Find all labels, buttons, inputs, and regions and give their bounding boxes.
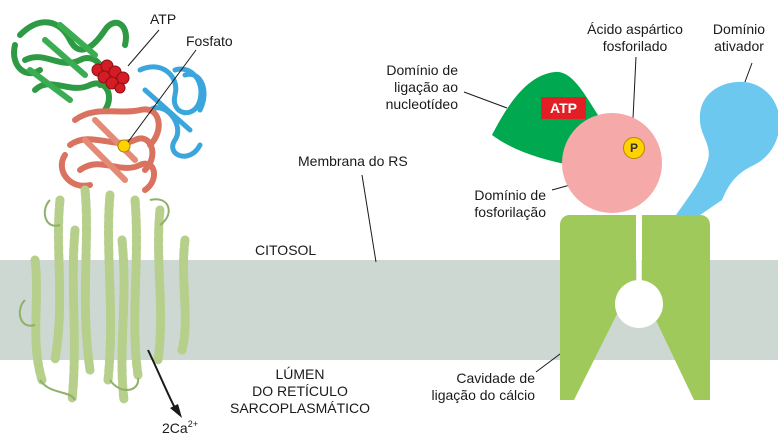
calcium-cavity-shape [615, 280, 663, 328]
calcium-cavity-line-2: ligação do cálcio [431, 387, 535, 403]
transmembrane-domain-left [560, 215, 636, 400]
activator-domain-line-1: Domínio [712, 21, 766, 37]
phosphate-badge: P [623, 137, 645, 159]
lumen-line-1: LÚMEN [275, 366, 325, 382]
calcium-ions-base: 2Ca [162, 420, 188, 436]
atp-structure-label: ATP [150, 11, 177, 27]
activator-domain-shape [676, 81, 778, 215]
cytosol-label: CITOSOL [255, 242, 317, 258]
phosphorylation-domain-label: Domínio de fosforilação [436, 187, 546, 221]
lumen-line-3: SARCOPLASMÁTICO [229, 400, 371, 416]
ribbon-loops [18, 198, 170, 401]
calcium-ions-label: 2Ca2+ [162, 416, 198, 437]
atp-molecule-spheres [91, 59, 130, 94]
ribbon-nucleotide-domain [11, 19, 129, 113]
sr-membrane-label: Membrana do RS [298, 153, 408, 169]
calcium-cavity-line-1: Cavidade de [456, 370, 535, 386]
nucleotide-domain-line-3: nucleotídeo [385, 96, 458, 112]
atp-badge: ATP [541, 97, 586, 119]
transmembrane-domain-right [642, 215, 710, 400]
calcium-arrow-head [170, 404, 182, 418]
phosphorylation-domain-line-2: fosforilação [474, 204, 546, 220]
phosphorylation-domain-line-1: Domínio de [474, 187, 546, 203]
nucleotide-domain-label: Domínio de ligação ao nucleotídeo [356, 62, 458, 113]
phosphorylation-domain-shape [562, 113, 662, 213]
nucleotide-domain-line-1: Domínio de [386, 62, 458, 78]
nucleotide-domain-line-2: ligação ao [394, 79, 458, 95]
activator-domain-line-2: ativador [714, 38, 764, 54]
ribbon-phosphorylation-domain [58, 106, 162, 193]
ribbon-activator-domain [137, 64, 207, 159]
aspartic-acid-label: Ácido aspártico fosforilado [573, 21, 697, 55]
calcium-exit-arrow [147, 349, 177, 411]
calcium-ions-charge: 2+ [187, 419, 198, 429]
lumen-line-2: DO RETÍCULO [252, 383, 348, 399]
phosphate-label: Fosfato [186, 33, 233, 49]
aspartic-acid-line-1: Ácido aspártico [587, 21, 683, 37]
ribbon-transmembrane-helices [30, 185, 190, 405]
calcium-cavity-label: Cavidade de ligação do cálcio [400, 370, 535, 404]
aspartic-acid-line-2: fosforilado [602, 38, 668, 54]
lumen-label: LÚMEN DO RETÍCULO SARCOPLASMÁTICO [215, 366, 385, 417]
ribbon-structure [11, 19, 207, 418]
activator-domain-label: Domínio ativador [700, 21, 778, 55]
phosphate-sphere [117, 139, 131, 153]
